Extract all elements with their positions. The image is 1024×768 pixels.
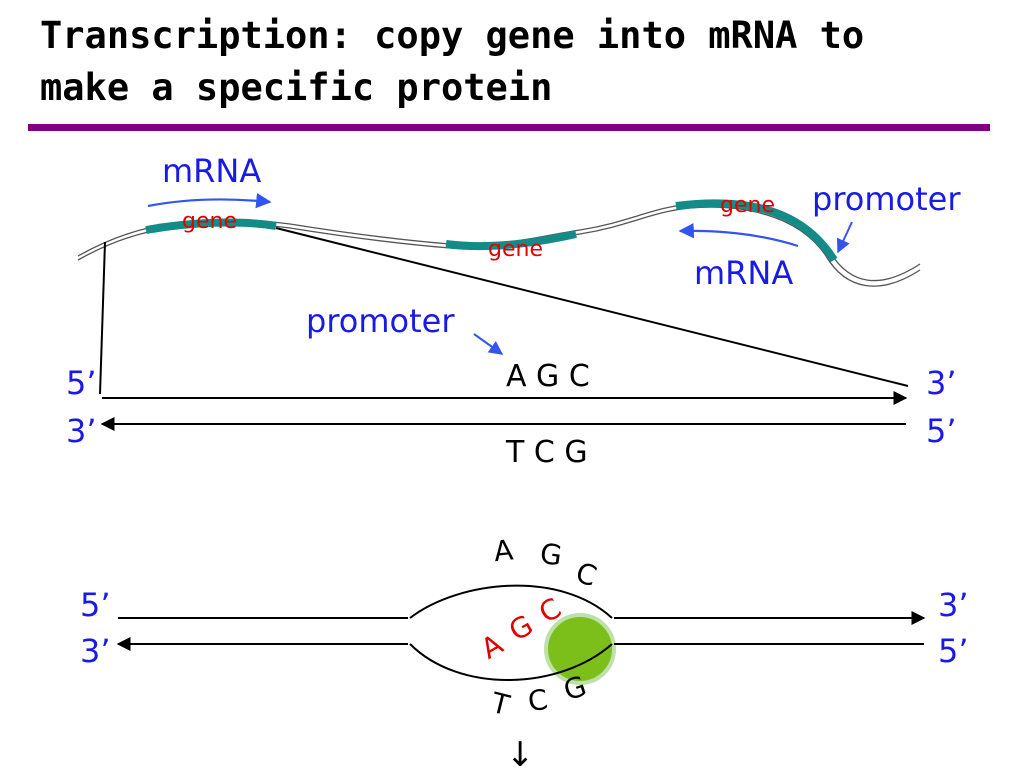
mrna-label-left: mRNA — [162, 152, 261, 190]
promoter-arrow-center — [473, 333, 504, 355]
promoter-arrow-right — [836, 221, 853, 254]
gene-segment-left — [145, 218, 277, 234]
rna-base-2: G — [503, 608, 538, 647]
bubble-top-strand-arc — [409, 584, 613, 619]
gene-segment-middle — [445, 230, 577, 251]
bubble-top-base-2: G — [538, 537, 564, 573]
dna-linear-label-left-top: 5’ — [66, 364, 97, 402]
dna-linear-bottom-bases: T C G — [505, 435, 588, 470]
down-arrow-icon: ↓ — [506, 735, 535, 768]
bubble-bottom-base-2: C — [526, 683, 550, 718]
mrna-arrow-left — [147, 192, 272, 209]
dna-linear: 5’ 3’ 3’ 5’ A G C T C G — [66, 359, 957, 470]
dna-linear-label-right-top: 3’ — [926, 364, 957, 402]
bubble-top-base-3: C — [572, 556, 601, 593]
title-line-2: make a specific protein — [40, 66, 553, 109]
dna-linear-label-right-bottom: 5’ — [926, 412, 957, 450]
title-divider — [28, 124, 990, 131]
dna-bubble: 5’ 3’ 3’ 5’ A G C T C G A G C ↓ — [80, 533, 969, 768]
gene-segments — [145, 199, 838, 263]
promoter-label-right: promoter — [812, 180, 961, 218]
title-line-1: Transcription: copy gene into mRNA to — [40, 14, 865, 57]
gene-segment-right — [675, 199, 838, 263]
gene-label-right: gene — [720, 193, 775, 218]
dna-linear-label-left-bottom: 3’ — [66, 412, 97, 450]
bubble-label-left-bottom: 3’ — [80, 632, 111, 670]
rna-base-1: A — [475, 628, 508, 666]
mrna-arrow-right — [678, 222, 799, 248]
bubble-label-right-top: 3’ — [938, 586, 969, 624]
gene-label-left: gene — [182, 209, 237, 234]
bubble-label-left-top: 5’ — [80, 586, 111, 624]
bubble-bottom-strand-arc — [409, 643, 613, 681]
slide-title: Transcription: copy gene into mRNA to ma… — [40, 10, 1000, 114]
promoter-label-center: promoter — [306, 302, 455, 340]
bubble-bottom-base-1: T — [487, 686, 513, 723]
rna-polymerase — [544, 613, 616, 685]
bubble-label-right-bottom: 5’ — [938, 632, 969, 670]
zoom-lines — [99, 227, 909, 395]
gene-label-middle: gene — [488, 237, 543, 262]
dna-linear-top-bases: A G C — [506, 359, 590, 394]
bubble-top-base-1: A — [492, 533, 515, 568]
mrna-label-right: mRNA — [694, 254, 793, 292]
